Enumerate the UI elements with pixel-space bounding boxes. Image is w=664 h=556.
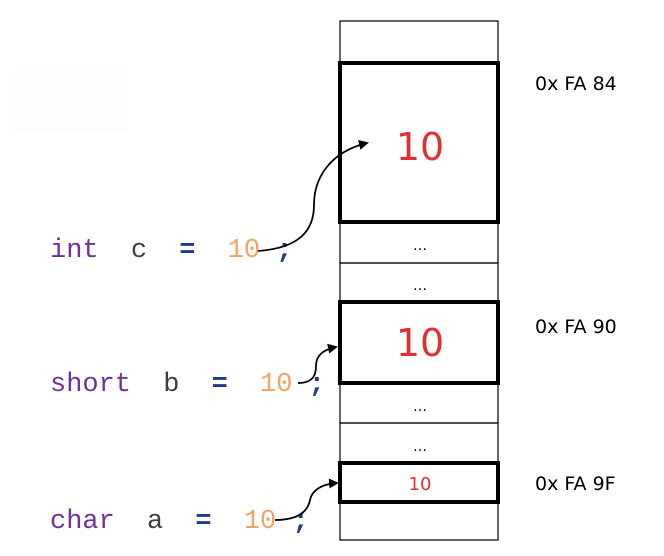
ellipsis-3: … xyxy=(413,399,427,415)
address-label-a: 0x FA 9F xyxy=(535,473,616,495)
declaration-c: int c = 10 ; xyxy=(50,236,292,266)
declaration-b-type: short xyxy=(50,370,131,400)
declaration-b-value: 10 xyxy=(260,370,292,400)
memory-value-a: 10 xyxy=(409,474,432,495)
declaration-b: short b = 10 ; xyxy=(50,370,325,400)
declaration-c-name: c xyxy=(131,236,147,266)
declaration-c-type: int xyxy=(50,236,99,266)
declaration-c-value: 10 xyxy=(228,236,260,266)
address-label-c: 0x FA 84 xyxy=(535,73,617,95)
declaration-b-semicolon: ; xyxy=(309,370,325,400)
memory-value-b: 10 xyxy=(396,321,444,365)
declaration-a-semicolon: ; xyxy=(292,507,308,537)
arrow-a xyxy=(274,478,339,521)
memory-cell-bottom xyxy=(339,501,499,541)
declaration-c-operator: = xyxy=(179,236,195,266)
background-panel xyxy=(14,70,128,132)
declaration-a-operator: = xyxy=(195,507,211,537)
ellipsis-2: … xyxy=(413,278,427,294)
declaration-a-name: a xyxy=(147,507,163,537)
declaration-b-name: b xyxy=(163,370,179,400)
memory-cell-top xyxy=(339,20,499,64)
arrow-c xyxy=(257,140,369,252)
declaration-b-operator: = xyxy=(212,370,228,400)
memory-cell-b xyxy=(338,300,500,385)
address-label-b: 0x FA 90 xyxy=(535,316,617,338)
ellipsis-4: … xyxy=(413,439,427,455)
arrow-b xyxy=(297,343,338,384)
memory-cell-a xyxy=(338,461,500,504)
declaration-c-semicolon: ; xyxy=(276,236,292,266)
declaration-a-value: 10 xyxy=(244,507,276,537)
memory-value-c: 10 xyxy=(396,125,444,169)
ellipsis-1: … xyxy=(413,238,427,254)
declaration-a-type: char xyxy=(50,507,115,537)
declaration-a: char a = 10 ; xyxy=(50,507,309,537)
